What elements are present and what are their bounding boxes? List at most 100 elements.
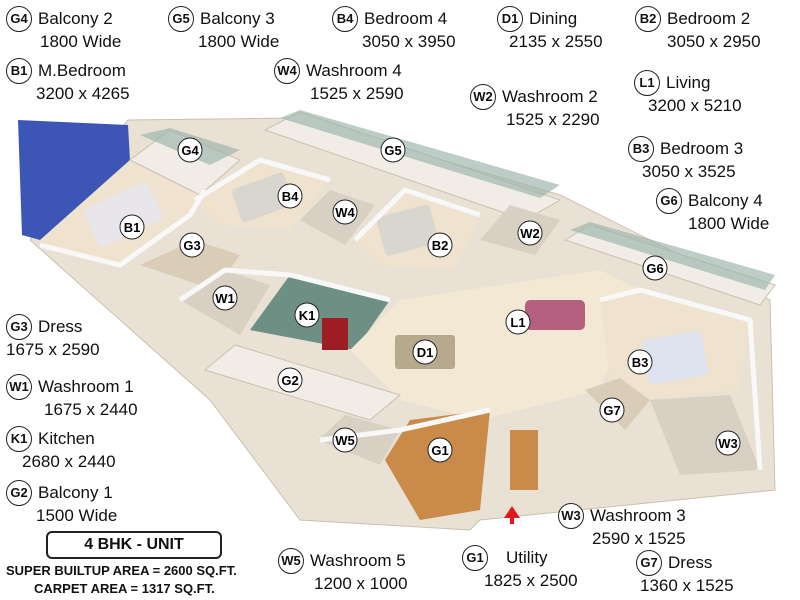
marker-w2: W2	[517, 220, 543, 246]
code-badge: G3	[6, 314, 32, 340]
plan-markers: G4 G5 B4 W4 B1 G3 B2 W2 G6 W1 K1 L1 D1 B…	[119, 137, 741, 463]
room-floor-g1	[385, 410, 490, 520]
room-name: Utility	[506, 548, 548, 567]
room-dimension: 1800 Wide	[198, 32, 280, 51]
bed-b2	[376, 204, 439, 256]
code-badge: W4	[274, 58, 300, 84]
room-floor-w3	[650, 395, 760, 475]
svg-text:W2: W2	[520, 226, 540, 241]
svg-text:G4: G4	[181, 143, 199, 158]
marker-b3: B3	[627, 349, 653, 375]
marker-g2: G2	[277, 367, 303, 393]
bed-b1	[83, 182, 163, 248]
code-badge: D1	[497, 6, 523, 32]
code-badge: L1	[634, 70, 660, 96]
marker-b2: B2	[427, 232, 453, 258]
carpet-area: CARPET AREA = 1317 SQ.FT.	[34, 581, 215, 596]
room-dimension: 1525 x 2590	[310, 84, 404, 103]
svg-text:B2: B2	[432, 238, 449, 253]
room-name: Washroom 4	[306, 61, 402, 80]
glass-rail-g6	[570, 222, 775, 290]
room-dimension: 3200 x 5210	[648, 96, 742, 115]
room-name: Balcony 1	[38, 483, 113, 502]
marker-l1: L1	[505, 309, 531, 335]
code-badge: W2	[470, 84, 496, 110]
entry-arrow-icon	[504, 506, 520, 524]
code-badge: G4	[6, 6, 32, 32]
code-badge: B1	[6, 58, 32, 84]
svg-text:W3: W3	[718, 436, 738, 451]
svg-text:D1: D1	[417, 345, 434, 360]
code-badge: G2	[6, 480, 32, 506]
room-name: Dining	[529, 9, 578, 28]
code-badge: W3	[558, 503, 584, 529]
room-name: Bedroom 3	[660, 139, 744, 158]
code-badge: G5	[168, 6, 194, 32]
room-name: Bedroom 2	[667, 9, 751, 28]
marker-w5: W5	[332, 427, 358, 453]
svg-text:G3: G3	[183, 238, 200, 253]
marker-g6: G6	[642, 255, 668, 281]
marker-k1: K1	[294, 302, 320, 328]
marker-b4: B4	[277, 183, 303, 209]
code-badge: W1	[6, 374, 32, 400]
fridge-k1	[322, 318, 348, 350]
svg-text:W1: W1	[215, 291, 235, 306]
room-dimension: 2135 x 2550	[509, 32, 603, 51]
svg-text:B3: B3	[632, 355, 649, 370]
room-dimension: 1525 x 2290	[506, 110, 600, 129]
legend-w4: W4 Washroom 4 1525 x 2590	[274, 58, 404, 104]
legend-k1: K1 Kitchen 2680 x 2440	[6, 426, 116, 472]
marker-g5: G5	[380, 137, 406, 163]
room-name: Washroom 1	[38, 377, 134, 396]
room-name: Washroom 5	[310, 551, 406, 570]
legend-g3: G3 Dress 1675 x 2590	[6, 314, 100, 360]
room-name: Kitchen	[38, 429, 95, 448]
sofa-l1	[525, 300, 585, 330]
room-dimension: 1675 x 2440	[44, 400, 138, 419]
room-name: Washroom 3	[590, 506, 686, 525]
room-dimension: 3050 x 3950	[362, 32, 456, 51]
code-badge: G1	[462, 545, 488, 571]
super-builtup-area: SUPER BUILTUP AREA = 2600 SQ.FT.	[6, 563, 237, 578]
svg-text:W4: W4	[335, 205, 355, 220]
svg-text:G5: G5	[384, 143, 401, 158]
main-door	[510, 430, 538, 490]
svg-text:G2: G2	[281, 373, 298, 388]
svg-text:G1: G1	[431, 443, 448, 458]
svg-text:B1: B1	[124, 220, 141, 235]
code-badge: K1	[6, 426, 32, 452]
room-dimension: 3050 x 2950	[667, 32, 761, 51]
marker-g7: G7	[599, 397, 625, 423]
svg-text:G7: G7	[603, 403, 620, 418]
room-dimension: 1675 x 2590	[6, 340, 100, 359]
svg-text:W5: W5	[335, 433, 355, 448]
room-name: Balcony 3	[200, 9, 275, 28]
room-dimension: 1500 Wide	[36, 506, 118, 525]
room-name: Dress	[668, 553, 713, 572]
room-name: Dress	[38, 317, 83, 336]
svg-text:K1: K1	[299, 308, 316, 323]
room-dimension: 1360 x 1525	[640, 576, 734, 595]
room-dimension: 2590 x 1525	[592, 529, 686, 548]
room-dimension: 2680 x 2440	[22, 452, 116, 471]
room-name: Balcony 2	[38, 9, 113, 28]
code-badge: W5	[278, 548, 304, 574]
legend-w3: W3 Washroom 3 2590 x 1525	[558, 503, 686, 549]
balcony-g1-area	[203, 344, 402, 421]
code-badge: B3	[628, 136, 654, 162]
room-floor-w5	[318, 415, 400, 465]
code-badge: G6	[656, 188, 682, 214]
room-dimension: 3200 x 4265	[36, 84, 130, 103]
accent-wall-b1	[18, 120, 130, 240]
svg-text:G6: G6	[646, 261, 663, 276]
